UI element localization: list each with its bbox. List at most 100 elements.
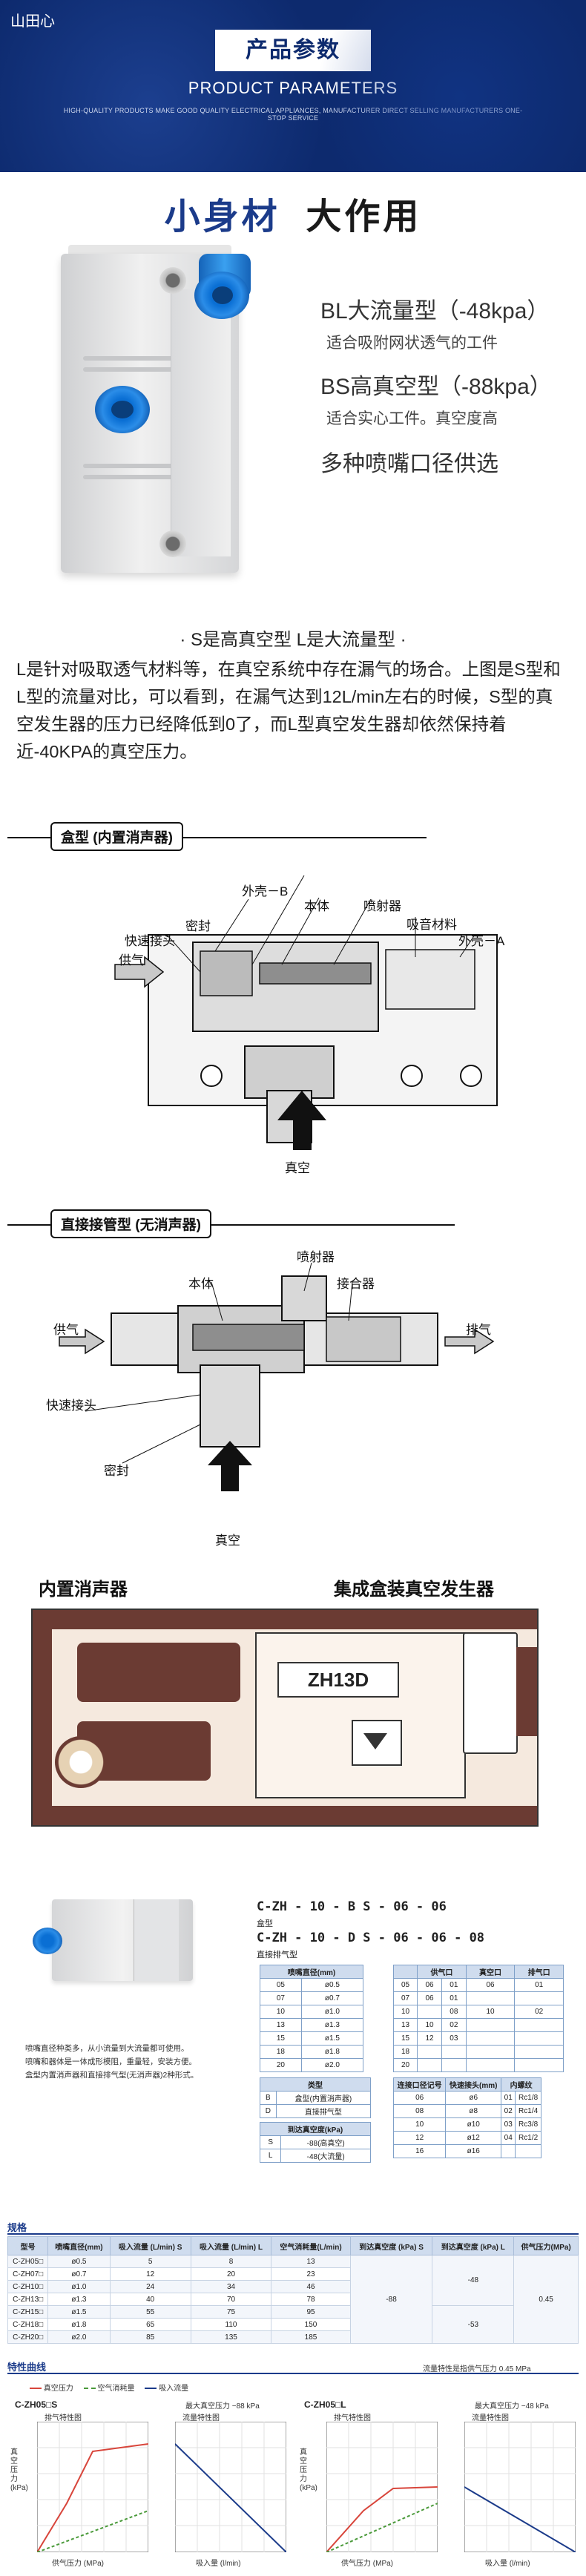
curves-note: 流量特性是指供气压力 0.45 MPa (423, 2365, 531, 2373)
feature-bs-desc: 适合实心工件。真空度高 (326, 410, 498, 427)
page-subtitle: PRODUCT PARAMETERS (188, 79, 398, 97)
banner-integrated: 集成盒装真空发生器 (334, 1580, 494, 1600)
left-xlabel2: 吸入量 (l/min) (196, 2560, 241, 2568)
hero-title-a: 小身材 (164, 197, 280, 237)
model-label: ZH13D (277, 1662, 399, 1698)
d2-ejector: 喷射器 (297, 1250, 335, 1264)
diagram2-label: 直接接管型 (无消声器) (7, 1209, 455, 1238)
diagram2-direct-type (59, 1262, 495, 1491)
ejector-shape (192, 1324, 305, 1351)
hero-title-b: 大作用 (306, 197, 422, 237)
note-1: 喷嘴直径种类多，从小流量到大流量都可使用。 (25, 2044, 189, 2053)
brand-name: 山田心 (10, 13, 55, 30)
supply-arrow (114, 956, 165, 988)
supply-arrow (59, 1328, 105, 1355)
page-title: 产品参数 (215, 30, 371, 71)
d1-absorb: 吸音材料 (406, 918, 457, 932)
d2-vacuum: 真空 (215, 1534, 240, 1548)
legend-vacuum: 真空压力 (43, 2385, 73, 2393)
page-tagline: HIGH-QUALITY PRODUCTS MAKE GOOD QUALITY … (63, 107, 523, 122)
quick-fitting-shape (200, 950, 253, 996)
d1-seal: 密封 (185, 919, 211, 933)
receiver-shape (326, 1316, 401, 1362)
left-p2: 流量特性图 (182, 2414, 220, 2422)
right-ylabel: 真空压力 (kPa) (300, 2448, 317, 2492)
vacuum-port (200, 1364, 260, 1448)
ejector-cap (281, 1275, 327, 1321)
right-chart-title: C-ZH05□L (304, 2399, 346, 2410)
chart-right-exhaust (326, 2422, 438, 2552)
order-code-box: C-ZH - 10 - B S - 06 - 06 (257, 1899, 447, 1914)
vacuum-arrow (208, 1441, 252, 1491)
spec-title: 规格 (7, 2222, 27, 2233)
left-xlabel1: 供气压力 (MPa) (52, 2560, 104, 2568)
down-triangle-icon (363, 1733, 387, 1749)
exhaust-arrow (444, 1328, 495, 1355)
left-p1: 排气特性图 (45, 2414, 82, 2422)
vacuum-curve (326, 2486, 438, 2552)
box-product-cutaway: ZH13D (31, 1609, 539, 1827)
legend-air: 空气消耗量 (97, 2385, 135, 2393)
d1-vacuum: 真空 (285, 1161, 310, 1175)
right-xlabel2: 吸入量 (l/min) (485, 2560, 530, 2568)
d2-receiver: 接合器 (337, 1277, 375, 1291)
d2-seal: 密封 (104, 1464, 129, 1478)
ejector-shape (259, 962, 372, 985)
flow-curve (175, 2443, 286, 2552)
curves-legend: 真空压力 空气消耗量 吸入流量 (30, 2382, 475, 2393)
diagram1-box-type (114, 875, 498, 1150)
d2-exhaust: 排气 (466, 1323, 491, 1337)
d1-shell-a: 外壳－A (458, 934, 505, 948)
d1-body: 本体 (304, 899, 329, 913)
note-3: 盒型内置消声器和直接排气型(无消声器)2种形式。 (25, 2071, 199, 2080)
feature-bl-title: BL大流量型（-48kpa） (320, 299, 550, 323)
feature-nozzle: 多种喷嘴口径供选 (320, 452, 498, 476)
vacuum-curve (37, 2443, 148, 2552)
diagram1-label: 盒型 (内置消声器) (7, 822, 427, 851)
order-type-box: 盒型 (257, 1919, 273, 1928)
d1-ejector: 喷射器 (363, 899, 401, 913)
right-xlabel1: 供气压力 (MPa) (341, 2560, 393, 2568)
left-chart-sub: 最大真空压力 −88 kPa (185, 2402, 260, 2411)
d2-supply: 供气 (53, 1323, 79, 1337)
nozzle-head: 喷嘴直径(mm) (260, 1965, 363, 1979)
order-notes: 喷嘴直径种类多，从小流量到大流量都可使用。 喷嘴和器体是一体成形模阻，重量轻，安… (25, 2042, 240, 2082)
right-chart-sub: 最大真空压力 −48 kPa (475, 2402, 549, 2411)
chart-right-flow (464, 2422, 576, 2552)
left-ylabel: 真空压力 (kPa) (10, 2448, 28, 2492)
note-2: 喷嘴和器体是一体成形模阻，重量轻，安装方便。 (25, 2057, 197, 2066)
legend-suction: 吸入流量 (159, 2385, 189, 2393)
absorb-material (385, 949, 475, 1010)
order-type-direct: 直接排气型 (257, 1951, 297, 1959)
order-product-thumb (22, 1885, 208, 1996)
air-curve (326, 2503, 438, 2552)
chart-left-flow (175, 2422, 286, 2552)
air-curve (37, 2510, 148, 2552)
feature-bs-title: BS高真空型（-88kpa） (320, 375, 552, 399)
d2-body: 本体 (188, 1277, 214, 1291)
product-image (0, 237, 312, 594)
vacuum-table: 到达真空度(kPa) S-88(高真空) L-48(大流量) (259, 2122, 371, 2163)
order-code-direct: C-ZH - 10 - D S - 06 - 06 - 08 (257, 1931, 485, 1945)
hero-title: 小身材 大作用 (0, 187, 586, 239)
right-p2: 流量特性图 (472, 2414, 509, 2422)
vacuum-arrow (277, 1091, 326, 1150)
chart-left-exhaust (37, 2422, 148, 2552)
right-p1: 排气特性图 (334, 2414, 371, 2422)
banner-silencer: 内置消声器 (39, 1580, 128, 1600)
d1-quick: 快速接头 (125, 934, 175, 948)
curves-title: 特性曲线 (7, 2362, 47, 2373)
d1-shell-b: 外壳－B (242, 884, 289, 898)
header-banner: 山田心 产品参数 PRODUCT PARAMETERS HIGH-QUALITY… (0, 0, 586, 172)
flow-curve (464, 2486, 576, 2552)
left-chart-title: C-ZH05□S (15, 2399, 58, 2410)
d1-supply: 供气 (119, 953, 144, 967)
sl-heading: · S是高真空型 L是大流量型 · (180, 630, 406, 650)
d2-quick: 快速接头 (46, 1399, 96, 1413)
feature-bl-desc: 适合吸附网状透气的工件 (326, 335, 498, 352)
